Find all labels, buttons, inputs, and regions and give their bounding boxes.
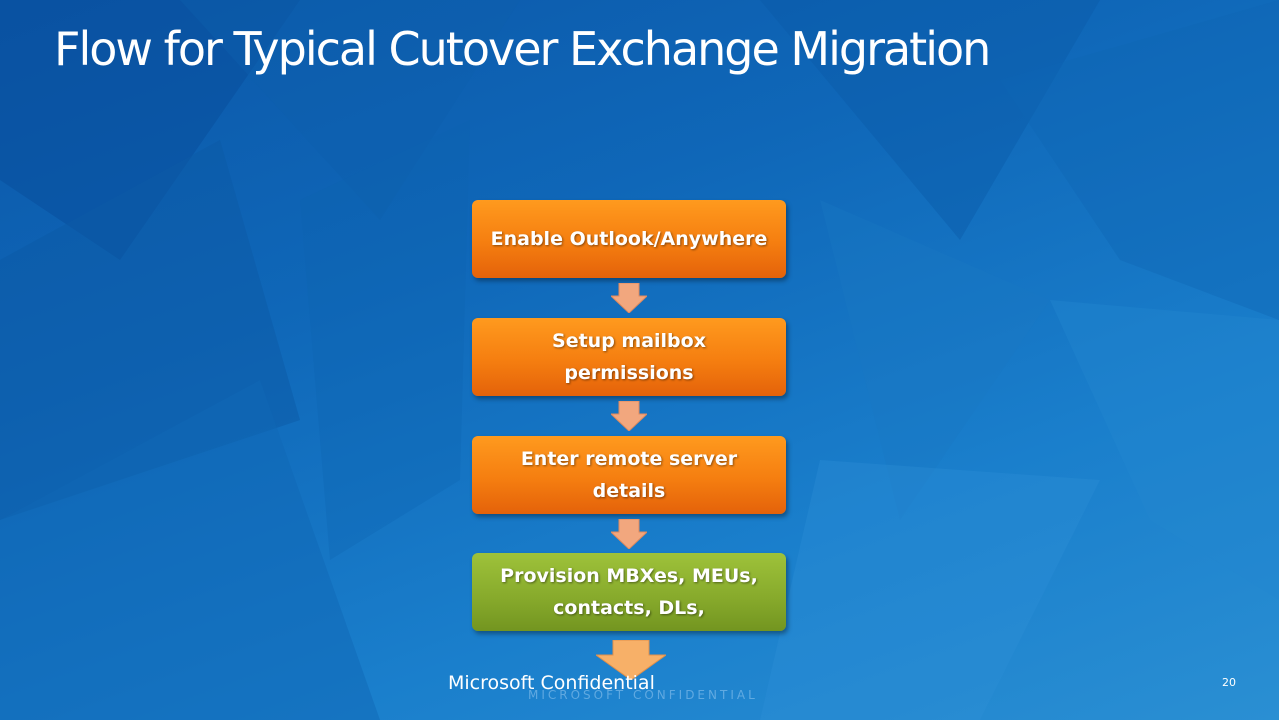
flow-step-setup-mailbox-permissions: Setup mailbox permissions <box>472 318 786 396</box>
flow-arrow-down-icon <box>611 283 647 313</box>
confidential-label: Microsoft Confidential <box>448 672 655 694</box>
flow-arrow-down-icon <box>611 401 647 431</box>
flow-step-provision-mbxes: Provision MBXes, MEUs, contacts, DLs, <box>472 553 786 631</box>
flow-step-enter-remote-server-details: Enter remote server details <box>472 436 786 514</box>
slide-number: 20 <box>1222 676 1236 689</box>
flow-arrow-down-icon <box>611 519 647 549</box>
slide-title: Flow for Typical Cutover Exchange Migrat… <box>54 22 991 76</box>
flow-arrow-down-large-icon <box>596 640 666 680</box>
confidential-watermark: MICROSOFT CONFIDENTIAL <box>528 688 758 702</box>
flow-step-enable-outlook-anywhere: Enable Outlook/Anywhere <box>472 200 786 278</box>
